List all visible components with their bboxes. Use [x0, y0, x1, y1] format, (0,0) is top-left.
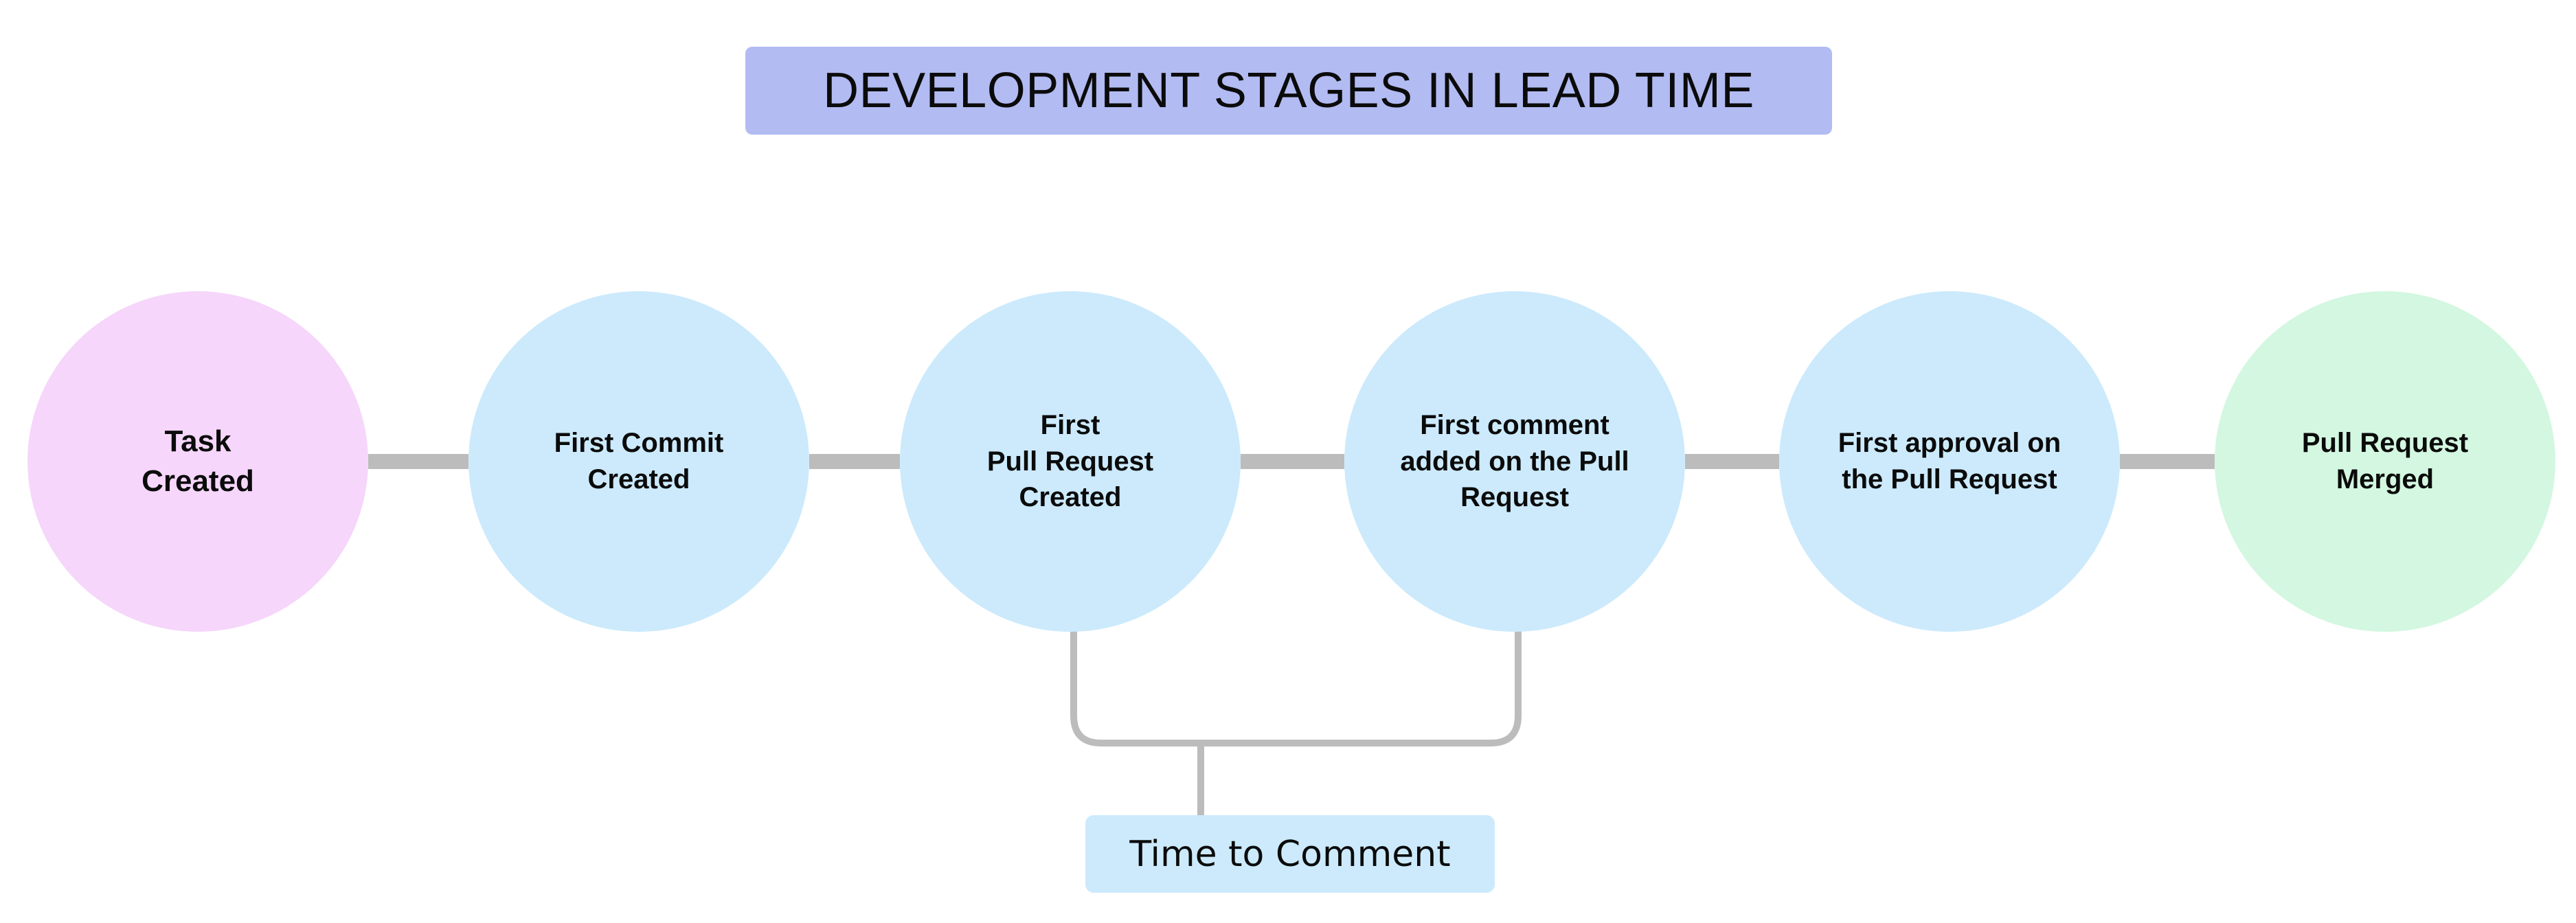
connector-pr-to-comment [1241, 454, 1344, 469]
diagram-title-box: DEVELOPMENT STAGES IN LEAD TIME [745, 47, 1832, 135]
connector-task-to-commit [368, 454, 468, 469]
connector-approval-to-merged [2120, 454, 2215, 469]
node-pull-request-merged[interactable]: Pull Request Merged [2215, 291, 2555, 632]
node-label-first-approval: First approval on the Pull Request [1838, 428, 2061, 494]
connector-comment-to-approval [1685, 454, 1779, 469]
node-label-first-commit-created: First Commit Created [554, 428, 724, 494]
node-first-comment-added[interactable]: First comment added on the Pull Request [1344, 291, 1685, 632]
time-to-comment-label-box[interactable]: Time to Comment [1085, 815, 1495, 893]
node-first-approval[interactable]: First approval on the Pull Request [1779, 291, 2120, 632]
node-label-task-created: Task Created [142, 424, 254, 498]
node-label-first-comment-added: First comment added on the Pull Request [1400, 409, 1629, 513]
node-first-commit-created[interactable]: First Commit Created [468, 291, 809, 632]
page-title: DEVELOPMENT STAGES IN LEAD TIME [823, 63, 1754, 118]
node-label-first-pull-request-created: First Pull Request Created [986, 409, 1154, 513]
time-to-comment-label: Time to Comment [1129, 833, 1451, 875]
node-label-pull-request-merged: Pull Request Merged [2301, 428, 2469, 494]
node-task-created[interactable]: Task Created [27, 291, 368, 632]
connector-commit-to-pr [809, 454, 900, 469]
node-first-pull-request-created[interactable]: First Pull Request Created [900, 291, 1241, 632]
